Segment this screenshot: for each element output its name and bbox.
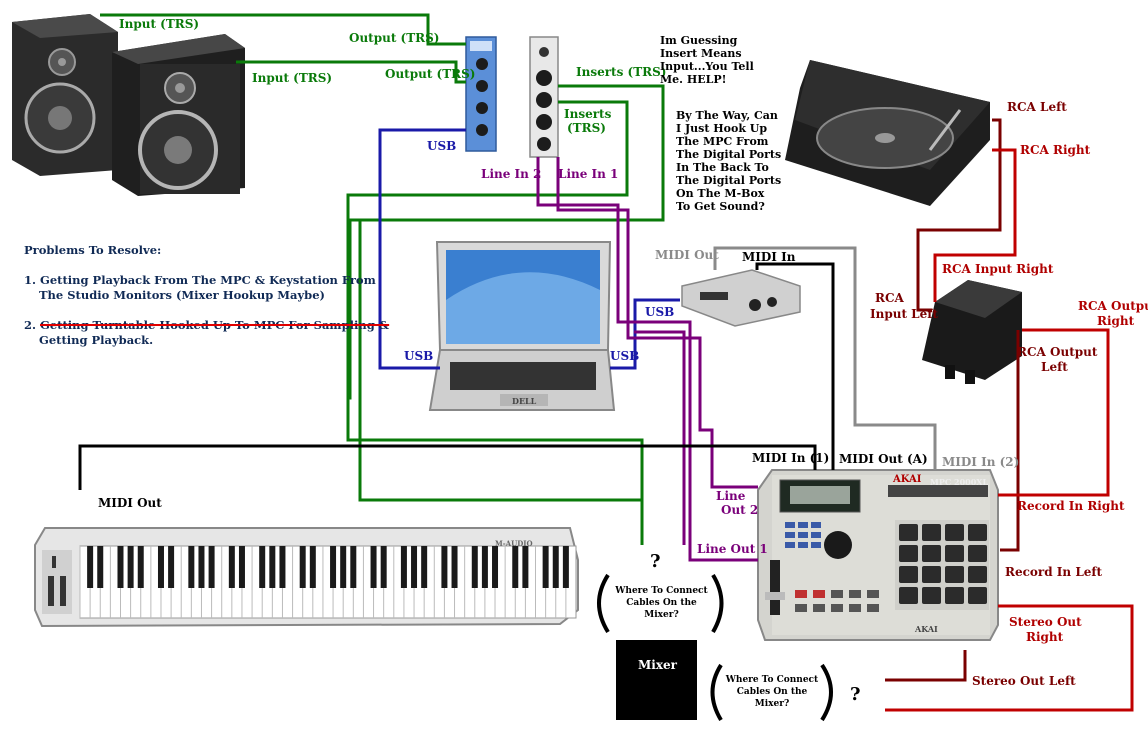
red-rca-cables — [885, 148, 1134, 712]
label-stereo-out-right-b: Right — [1026, 630, 1064, 644]
gray-midi-cables — [713, 246, 937, 470]
dark-red-rca-cables — [885, 118, 1020, 682]
label-line-out-2b: Out 2 — [721, 503, 759, 517]
black-midi-cables — [78, 262, 835, 490]
label-usb-midi: USB — [645, 305, 675, 319]
label-line-out-2a: Line — [716, 489, 746, 503]
midi-keyboard — [34, 527, 579, 628]
mbox-unit-right — [529, 36, 559, 158]
problem-2-number: 2. — [24, 318, 41, 332]
label-rca-right: RCA Right — [1020, 143, 1091, 157]
label-midi-out-iface: MIDI Out — [655, 248, 719, 262]
purple-audio-cables — [536, 157, 758, 562]
question-bubble-1: Where To Connect Cables On the Mixer? — [615, 586, 708, 620]
problem-2-strike-text: Getting Turntable Hooked Up To MPC For S… — [40, 318, 390, 332]
midi-interface — [681, 269, 801, 327]
mpc-2000xl — [757, 469, 999, 641]
turntable — [785, 60, 990, 206]
label-stereo-out-left: Stereo Out Left — [972, 674, 1076, 688]
laptop-brand: DELL — [512, 396, 537, 406]
label-rca-left: RCA Left — [1007, 100, 1067, 114]
rca-converter-box — [922, 280, 1022, 384]
label-inserts-2a: Inserts — [564, 107, 612, 121]
label-line-out-1: Line Out 1 — [697, 542, 768, 556]
label-midi-in-2: MIDI In (2) — [942, 455, 1020, 469]
label-record-in-right: Record In Right — [1017, 499, 1125, 513]
label-line-in-2: Line In 2 — [481, 167, 542, 181]
problem-2-line-b: Getting Playback. — [39, 333, 154, 347]
problem-1-line-a: 1. Getting Playback From The MPC & Keyst… — [24, 273, 376, 287]
laptop — [428, 241, 616, 411]
label-usb-laptop-left: USB — [404, 349, 434, 363]
question-bubble-2: Where To Connect Cables On the Mixer? — [725, 675, 819, 709]
label-rca-output-right-a: RCA Output — [1078, 299, 1148, 313]
label-rca-input-left-a: RCA — [875, 291, 904, 305]
green-trs-cables — [100, 13, 665, 545]
problems-heading: Problems To Resolve: — [24, 243, 162, 257]
label-input-trs-1: Input (TRS) — [119, 17, 200, 31]
label-midi-in-iface: MIDI In — [742, 250, 796, 264]
mpc-footer: AKAI — [915, 624, 938, 634]
question-mark-1: ? — [650, 551, 661, 572]
label-inserts-2b: (TRS) — [567, 121, 606, 135]
label-output-trs-2: Output (TRS) — [385, 67, 476, 81]
question-bubbles — [597, 573, 833, 722]
keyboard-brand: M-AUDIO — [495, 539, 533, 548]
mixer-label: Mixer — [638, 658, 677, 672]
label-record-in-left: Record In Left — [1005, 565, 1103, 579]
label-rca-output-left-b: Left — [1041, 360, 1068, 374]
studio-monitor-left — [12, 14, 118, 176]
label-input-trs-2: Input (TRS) — [252, 71, 333, 85]
mbox-unit-left — [465, 36, 497, 152]
mixer-box — [616, 640, 697, 720]
studio-monitor-right — [112, 34, 245, 196]
label-rca-output-left-a: RCA Output — [1017, 345, 1098, 359]
label-usb-laptop-right: USB — [610, 349, 640, 363]
blue-usb-cables — [378, 128, 680, 370]
problem-1-line-b: The Studio Monitors (Mixer Hookup Maybe) — [39, 288, 325, 302]
note-digital-ports: By The Way, Can I Just Hook Up The MPC F… — [676, 109, 782, 213]
label-line-in-1: Line In 1 — [558, 167, 619, 181]
label-rca-input-right: RCA Input Right — [942, 262, 1054, 276]
label-midi-out-a: MIDI Out (A) — [839, 452, 928, 466]
label-output-trs-1: Output (TRS) — [349, 31, 440, 45]
question-mark-2: ? — [850, 684, 861, 705]
label-rca-output-right-b: Right — [1097, 314, 1135, 328]
problem-2-line-a: 2. Getting Turntable Hooked Up To MPC Fo… — [24, 318, 389, 333]
label-rca-input-left-b: Input Left — [870, 307, 938, 321]
label-stereo-out-right-a: Stereo Out — [1009, 615, 1082, 629]
label-midi-in-1: MIDI In (1) — [752, 451, 830, 465]
mpc-brand: AKAI — [893, 474, 922, 485]
label-midi-out-keys: MIDI Out — [98, 496, 162, 510]
mpc-model: MPC 2000XL — [930, 477, 989, 487]
note-insert-guess: Im Guessing Insert Means Input...You Tel… — [660, 34, 754, 86]
label-usb-mbox: USB — [427, 139, 457, 153]
label-inserts-1: Inserts (TRS) — [576, 65, 667, 79]
